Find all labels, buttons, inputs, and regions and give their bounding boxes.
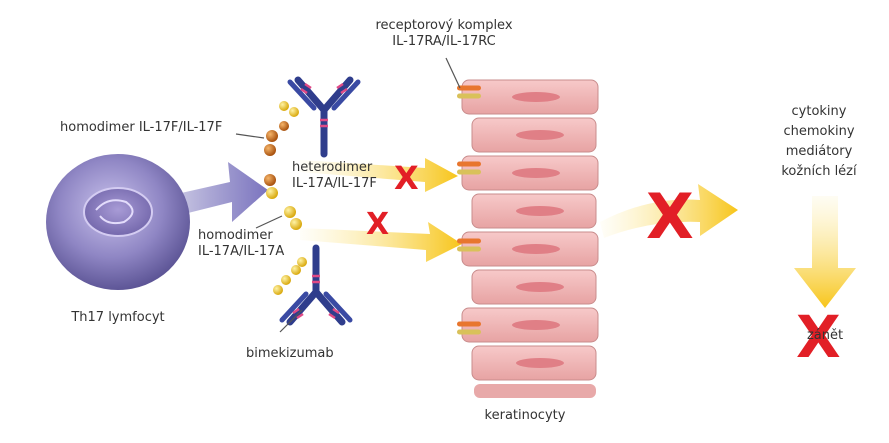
inflammation-arrow (794, 196, 856, 308)
homodimer-a-dimer (284, 206, 302, 230)
output-label: cytokiny chemokiny mediátory kožních léz… (754, 102, 884, 182)
th17-label: Th17 lymfocyt (71, 310, 165, 325)
receptor-group (457, 85, 481, 335)
heterodimer-label: heterodimer IL-17A/IL-17F (292, 160, 377, 192)
dimer-top-antibody-bound (279, 101, 299, 131)
th17-nucleus (83, 187, 153, 237)
homodimer-f-dimer (264, 130, 278, 156)
receptor-chain (457, 329, 481, 335)
homodimer-a-label: homodimer IL-17A/IL-17A (198, 228, 284, 260)
keratinocyte-nucleus (516, 130, 564, 140)
keratinocyte-nucleus (512, 244, 560, 254)
keratinocyte-nucleus (516, 206, 564, 216)
block-x-output: X (646, 180, 694, 253)
receptor-chain (457, 321, 481, 327)
output-arrow (600, 184, 738, 238)
chemokines-label: chemokiny (783, 124, 855, 139)
homodimer-a-label-line2: IL-17A/IL-17A (198, 244, 285, 259)
heterodimer-arrow (300, 158, 458, 192)
block-x-heterodimer: X (394, 159, 419, 197)
keratinocyte-nucleus (512, 320, 560, 330)
receptor-chain (457, 161, 481, 167)
lesions-label: kožních lézí (781, 164, 857, 179)
homodimer-a-arrow (300, 222, 462, 262)
homodimer-a-label-line1: homodimer (198, 228, 273, 243)
homodimer-f-label: homodimer IL-17F/IL-17F (60, 120, 223, 135)
keratinocyte-nucleus (512, 168, 560, 178)
receptor-chain (457, 85, 481, 91)
receptor-chain (457, 93, 481, 99)
block-x-homodimer-a: X (366, 207, 390, 242)
keratinocyte-stack (461, 79, 599, 398)
bimekizumab-antibody-top (290, 80, 358, 154)
keratinocytes-label: keratinocyty (484, 408, 566, 423)
dimer-bottom-antibody-bound (273, 257, 307, 295)
inflammation-label: zánět (806, 328, 844, 343)
bimekizumab-antibody-bottom (282, 248, 350, 322)
heterodimer-dimer (264, 174, 278, 199)
receptor-label-line2: IL-17RA/IL-17RC (392, 34, 496, 49)
keratinocyte-nucleus (516, 282, 564, 292)
leader-lines (235, 57, 461, 333)
cytokines-label: cytokiny (791, 104, 847, 119)
block-x-inflammation: X (796, 303, 841, 371)
heterodimer-label-line2: IL-17A/IL-17F (292, 176, 377, 191)
receptor-chain (457, 246, 481, 252)
keratinocyte-base (474, 384, 596, 398)
receptor-label-line1: receptorový komplex (375, 18, 513, 33)
heterodimer-label-line1: heterodimer (292, 160, 373, 175)
receptor-chain (457, 238, 481, 244)
keratinocyte-nucleus (516, 358, 564, 368)
receptor-label: receptorový komplex IL-17RA/IL-17RC (344, 18, 544, 50)
bimekizumab-label: bimekizumab (246, 346, 334, 361)
mediators-label: mediátory (785, 144, 853, 159)
receptor-chain (457, 169, 481, 175)
keratinocyte-nucleus (512, 92, 560, 102)
